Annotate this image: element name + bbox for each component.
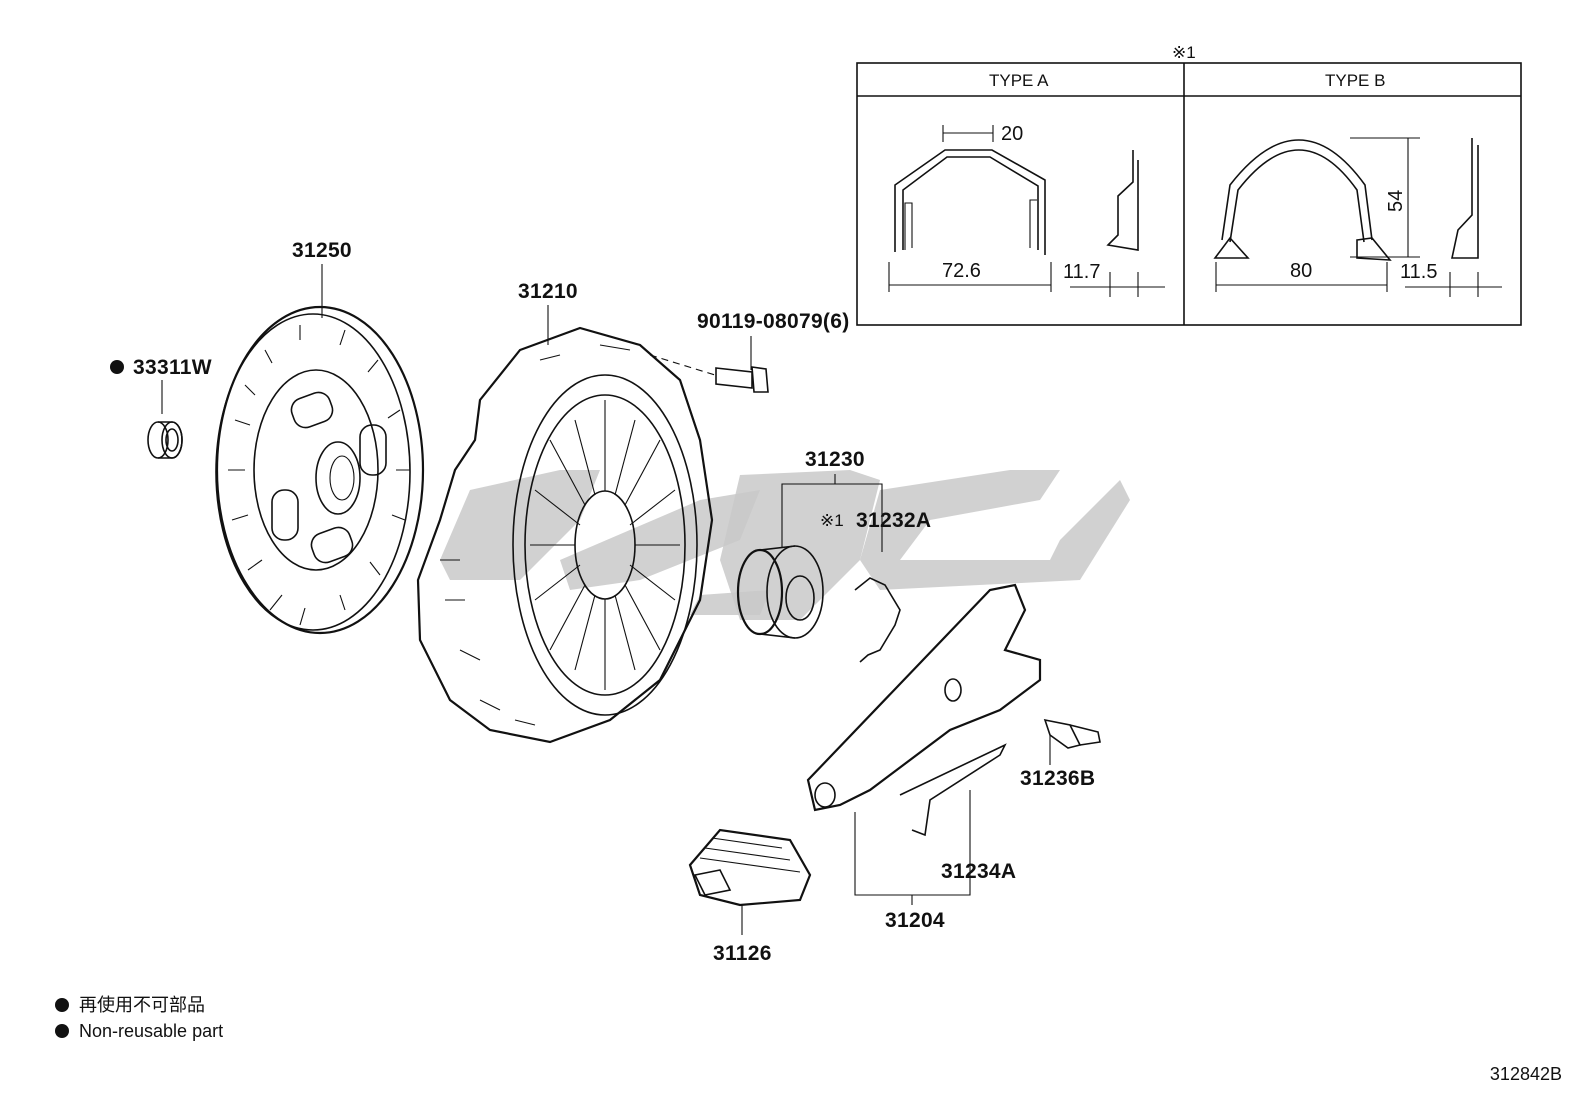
type-a-dim-width: 72.6 (942, 260, 981, 282)
type-a-dim-thickness: 11.7 (1063, 261, 1100, 283)
fork-pivot-31236b: 31236B (1020, 718, 1101, 790)
type-b-clip-drawing: 54 80 11.5 (1213, 137, 1502, 297)
release-bearing-31230: 31230 (736, 448, 883, 639)
bolt-90119-08079: 90119-08079(6) (649, 310, 850, 393)
type-b-dim-thickness: 11.5 (1400, 261, 1437, 283)
non-reusable-dot-icon (55, 998, 69, 1012)
label-33311w: 33311W (133, 356, 212, 379)
diagram-code: 312842B (1489, 1064, 1562, 1084)
release-fork-31204: 31204 (806, 583, 1042, 932)
label-31230: 31230 (805, 448, 865, 471)
clip-type-inset: ※1 TYPE A TYPE B 20 72.6 11.7 54 (856, 43, 1522, 326)
inset-ref-mark: ※1 (1172, 43, 1196, 62)
label-31210: 31210 (518, 280, 578, 303)
label-90119-08079: 90119-08079(6) (697, 310, 850, 333)
boot-31126: 31126 (688, 828, 812, 965)
non-reusable-dot-icon (55, 1024, 69, 1038)
inset-frame (856, 62, 1522, 326)
legend-jp-text: 再使用不可部品 (79, 995, 205, 1015)
fork-spring-31234a: 31234A (899, 743, 1016, 883)
type-b-dim-height: 54 (1385, 190, 1407, 212)
label-31204: 31204 (885, 909, 945, 932)
ref-mark-31232a: ※1 (820, 511, 844, 530)
label-31234a: 31234A (941, 860, 1016, 883)
label-31232a: 31232A (856, 509, 931, 532)
label-31250: 31250 (292, 239, 352, 262)
label-31236b: 31236B (1020, 767, 1095, 790)
legend-en-text: Non-reusable part (79, 1021, 224, 1041)
type-b-dim-width: 80 (1290, 260, 1312, 282)
pilot-bearing-33311w: 33311W (110, 356, 212, 459)
label-31126: 31126 (713, 942, 772, 965)
clutch-disc-31250: 31250 (215, 239, 425, 635)
legend-en: Non-reusable part (55, 1020, 223, 1042)
non-reusable-marker (110, 360, 124, 374)
type-a-dim-top: 20 (1001, 123, 1023, 145)
legend-jp: 再使用不可部品 (55, 994, 205, 1016)
watermark-logo (440, 470, 1130, 620)
clutch-cover-31210: 31210 (416, 280, 714, 744)
clip-31232a: ※1 31232A (820, 509, 931, 663)
type-b-title: TYPE B (1325, 71, 1385, 90)
type-a-title: TYPE A (989, 71, 1049, 90)
type-a-clip-drawing: 20 72.6 11.7 (888, 123, 1165, 297)
